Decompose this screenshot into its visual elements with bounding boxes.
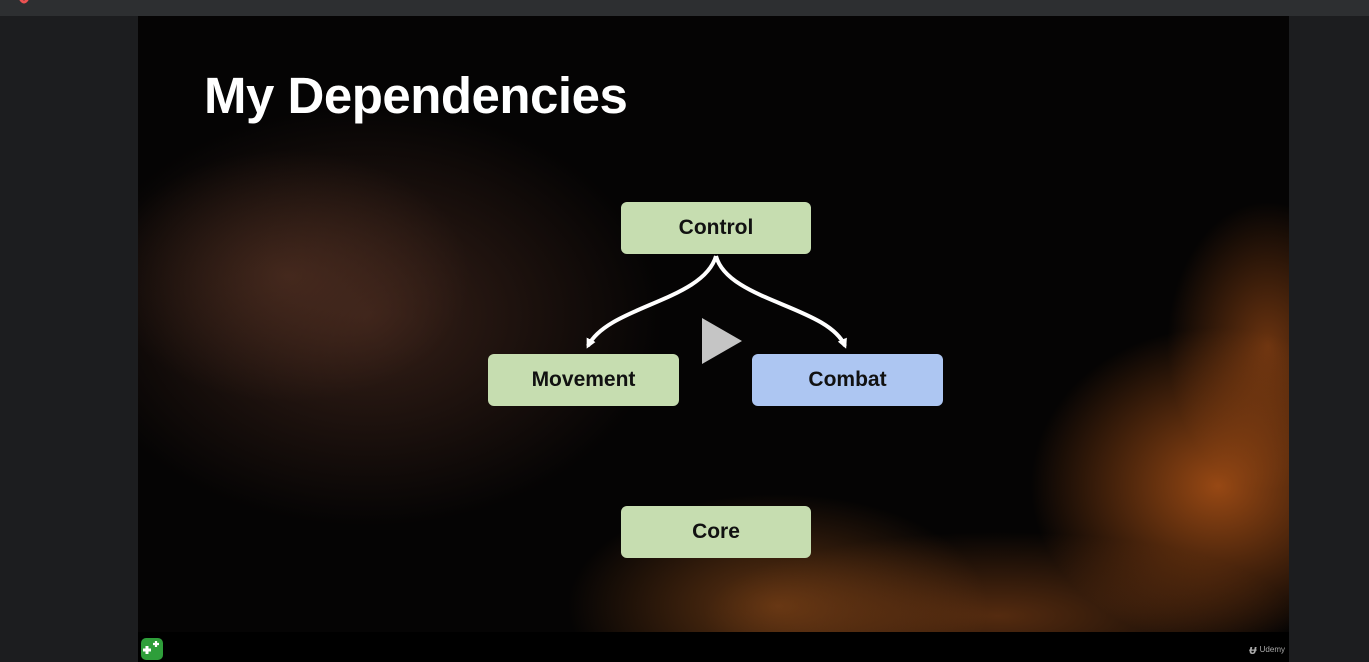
- add-note-icon[interactable]: [140, 637, 164, 661]
- node-core: Core: [621, 506, 811, 558]
- top-bar: [0, 0, 1369, 16]
- udemy-wordmark: Udemy: [1259, 645, 1285, 654]
- node-movement: Movement: [488, 354, 679, 406]
- udemy-logo: ᵾ Udemy: [1249, 642, 1285, 657]
- play-icon[interactable]: [698, 316, 748, 366]
- arrow-control-to-movement: [586, 255, 718, 349]
- node-combat: Combat: [752, 354, 943, 406]
- lecture-slide: My Dependencies Control Movement Combat …: [138, 16, 1289, 632]
- slide-title: My Dependencies: [204, 67, 628, 124]
- brand-logo-icon: [19, 0, 29, 4]
- udemy-logo-icon: ᵾ: [1248, 642, 1257, 657]
- node-control: Control: [621, 202, 811, 254]
- dependency-arrows: [586, 255, 847, 349]
- video-player[interactable]: My Dependencies Control Movement Combat …: [138, 16, 1289, 662]
- arrow-control-to-combat: [714, 255, 847, 349]
- player-control-bar: ᵾ Udemy: [138, 632, 1289, 662]
